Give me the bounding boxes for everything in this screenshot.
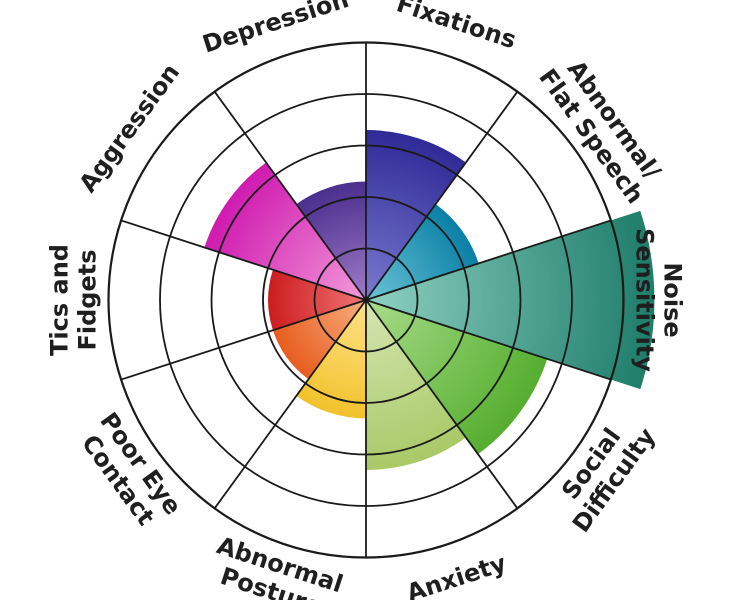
slice-fixations [366,130,466,300]
category-label: Sensitivity [631,228,659,372]
grid-spoke [120,299,367,381]
grid-spoke [213,299,367,509]
slice-anxiety [366,300,466,470]
slice-abnormal-flat-speech [366,204,479,300]
grid-spoke [120,219,367,301]
category-label: Aggression [74,59,186,198]
grid-spoke [213,91,367,301]
category-label: Anxiety [403,549,510,600]
slice-noise-sensitivity [366,210,655,390]
slice-aggression [204,162,366,300]
grid-group [107,41,625,559]
grid-spoke [365,299,612,381]
category-label: Fidgets [74,249,102,350]
grid-spoke [365,219,612,301]
slice-social-difficulty [366,300,548,455]
category-label: Tics and [46,244,74,356]
category-label: Noise [659,262,687,337]
grid-spoke [365,91,519,301]
slice-poor-eye-contact [272,300,366,380]
grid-spoke [365,299,519,509]
category-label: Depression [199,0,352,59]
slice-tics-and-fidgets [268,269,366,331]
slices-group [204,130,655,470]
